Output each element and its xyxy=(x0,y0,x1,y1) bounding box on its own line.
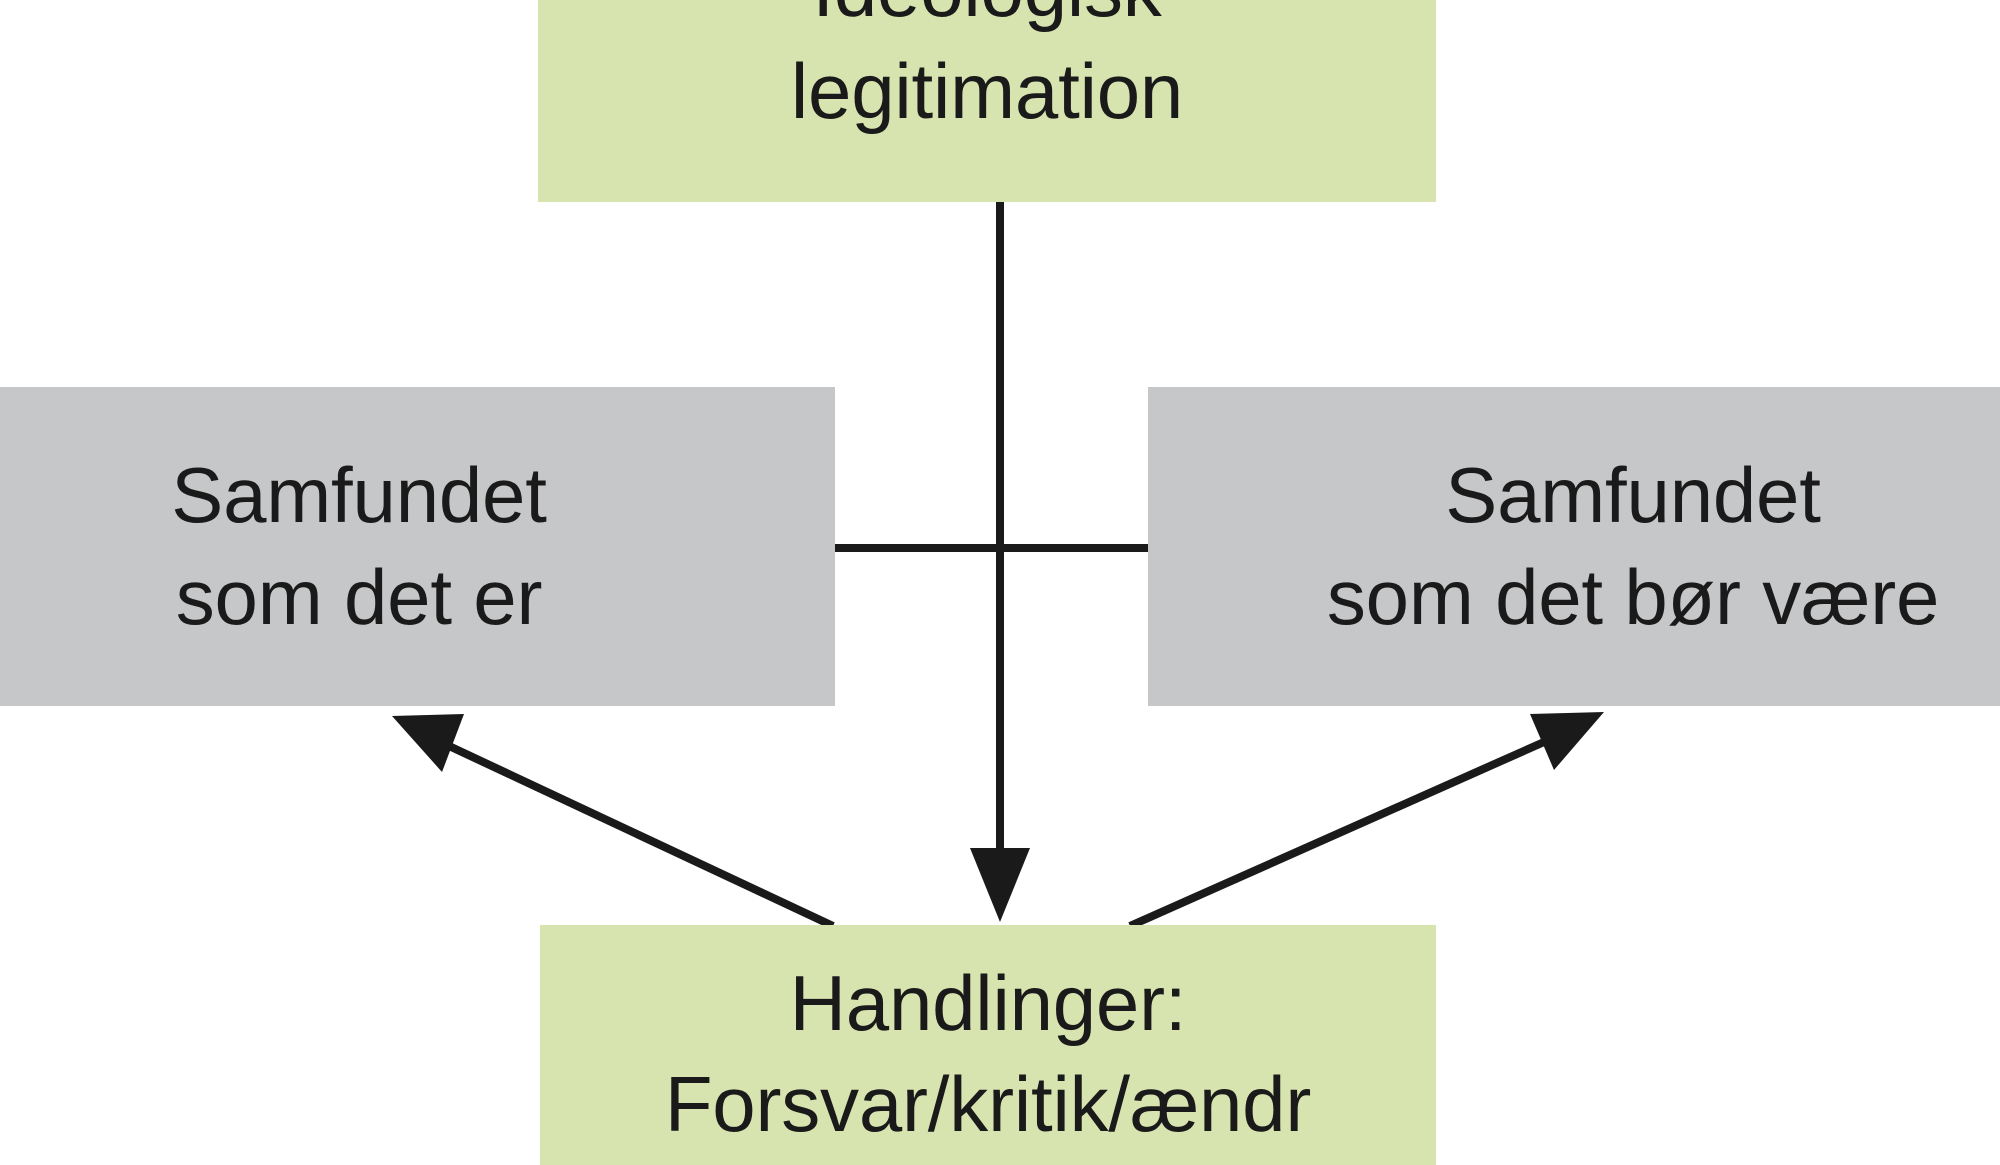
node-samfundet-som-det-bor-vaere: Samfundet som det bør være xyxy=(1148,387,2000,706)
node-samfundet-som-det-er-line1: Samfundet xyxy=(171,451,547,540)
node-samfundet-som-det-bor-vaere-line1: Samfundet xyxy=(1445,451,1821,540)
node-handlinger-line2: Forsvar/kritik/ændr xyxy=(664,1060,1312,1149)
node-ideologisk-legitimation-line2: legitimation xyxy=(790,46,1184,135)
edge-handlinger-to-samfundet-bor xyxy=(1128,712,1604,930)
node-ideologisk-legitimation: Ideologisk legitimation xyxy=(538,0,1436,202)
node-samfundet-som-det-bor-vaere-line2: som det bør være xyxy=(1326,552,1940,641)
edge-handlinger-to-samfundet-er xyxy=(392,714,835,930)
node-samfundet-som-det-er: Samfundet som det er xyxy=(0,387,835,706)
edge-legitimation-to-handlinger xyxy=(970,202,1030,922)
node-handlinger: Handlinger: Forsvar/kritik/ændr xyxy=(540,925,1436,1165)
node-samfundet-som-det-er-line2: som det er xyxy=(175,552,543,641)
node-handlinger-line1: Handlinger: xyxy=(789,959,1187,1047)
node-ideologisk-legitimation-line1: Ideologisk xyxy=(812,0,1161,41)
